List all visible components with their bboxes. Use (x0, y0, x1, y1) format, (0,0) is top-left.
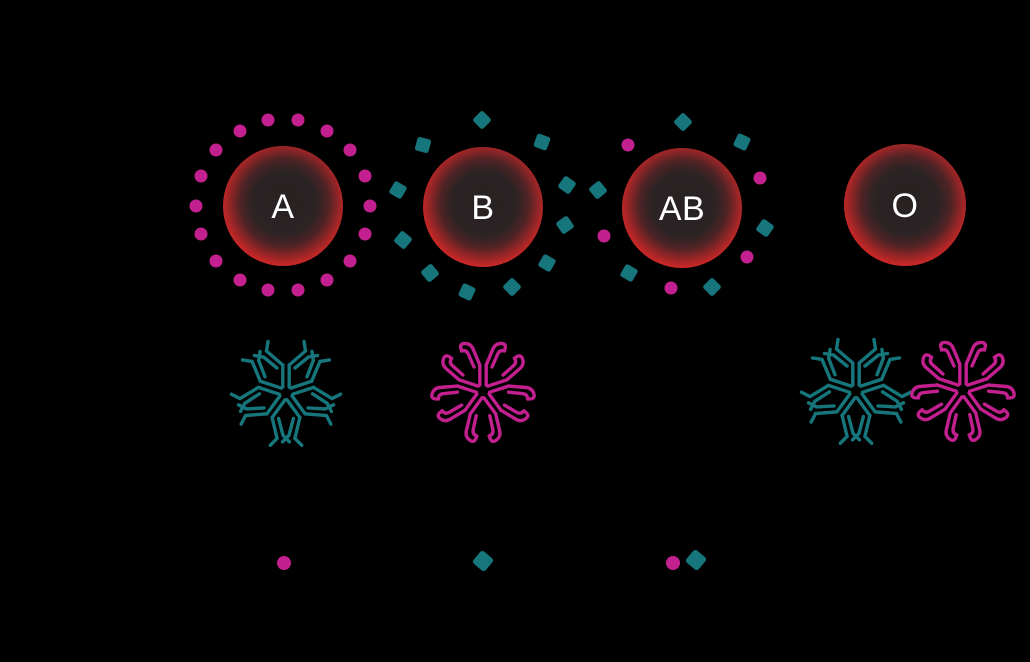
a-antigen-icon (194, 169, 208, 183)
a-antigen-icon (320, 273, 334, 287)
b-antigen-icon (414, 136, 432, 154)
b-antigen-icon (557, 175, 577, 195)
rbc-cell-ab (622, 148, 742, 268)
b-antigen-icon (472, 110, 492, 130)
b-antigen-icon (502, 277, 522, 297)
a-antigen-icon-legend (277, 556, 291, 570)
rbc-cell-o (844, 144, 966, 266)
a-antigen-icon (753, 171, 767, 185)
a-antigen-icon (343, 254, 357, 268)
a-antigen-icon (209, 254, 223, 268)
rbc-cell-b (423, 147, 543, 267)
anti-a-antibody-icon (910, 340, 1016, 442)
a-antigen-icon (343, 143, 357, 157)
a-antigen-icon-legend (666, 556, 680, 570)
anti-b-antibody-icon (229, 339, 343, 447)
b-antigen-icon (533, 133, 551, 151)
cell-label-b: B (471, 189, 495, 227)
b-antigen-icon (588, 180, 608, 200)
a-antigen-icon (291, 113, 305, 127)
a-antigen-icon (597, 229, 611, 243)
a-antigen-icon (363, 199, 377, 213)
b-antigen-icon (388, 180, 408, 200)
rbc-cell-a (223, 146, 343, 266)
cell-label-o: O (891, 187, 919, 225)
a-antigen-icon (740, 250, 754, 264)
cell-label-ab: AB (658, 190, 706, 228)
cell-label-a: A (271, 188, 295, 226)
a-antigen-icon (261, 283, 275, 297)
a-antigen-icon (621, 138, 635, 152)
b-antigen-icon (420, 263, 440, 283)
anti-a-antibody-icon (430, 341, 536, 443)
b-antigen-icon (619, 263, 639, 283)
b-antigen-icon (555, 215, 575, 235)
a-antigen-icon (189, 199, 203, 213)
a-antigen-icon (233, 124, 247, 138)
anti-b-antibody-icon (799, 337, 913, 445)
b-antigen-icon (537, 253, 557, 273)
b-antigen-icon-legend (471, 549, 495, 573)
a-antigen-icon (358, 169, 372, 183)
b-antigen-icon (673, 112, 693, 132)
a-antigen-icon (194, 227, 208, 241)
a-antigen-icon (261, 113, 275, 127)
b-antigen-icon (393, 230, 413, 250)
a-antigen-icon (664, 281, 678, 295)
b-antigen-icon-legend (684, 548, 708, 572)
b-antigen-icon (732, 132, 752, 152)
a-antigen-icon (291, 283, 305, 297)
a-antigen-icon (320, 124, 334, 138)
a-antigen-icon (358, 227, 372, 241)
b-antigen-icon (755, 218, 775, 238)
b-antigen-icon (457, 282, 477, 302)
a-antigen-icon (233, 273, 247, 287)
a-antigen-icon (209, 143, 223, 157)
b-antigen-icon (702, 277, 722, 297)
